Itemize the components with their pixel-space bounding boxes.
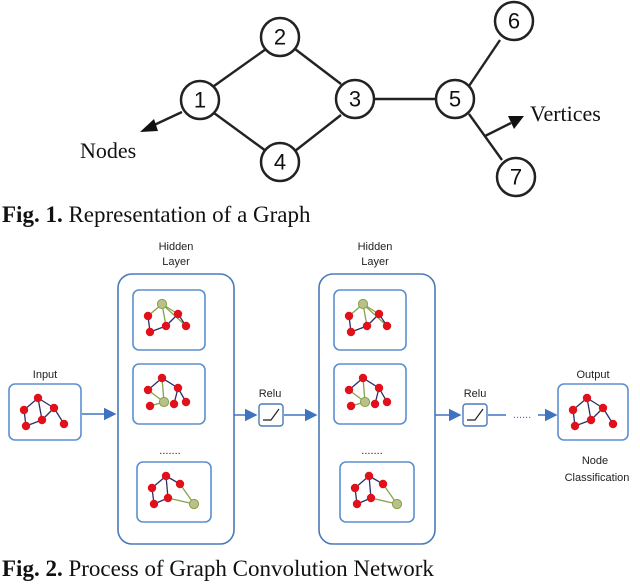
edge-1-4 xyxy=(213,112,267,152)
gcn-process-figure: Input Hidden Layer ....... Relu Hidden L… xyxy=(8,241,630,545)
vertices-arrowhead xyxy=(508,116,524,129)
input-graph-box xyxy=(8,383,82,441)
edge-4-3 xyxy=(294,114,342,152)
svg-text:5: 5 xyxy=(449,87,461,112)
nodes-arrowhead xyxy=(140,119,158,132)
hidden-layer1-graph-b xyxy=(132,363,206,425)
hidden-layer1-label-line1: Hidden xyxy=(159,241,194,253)
graph-figure: 1 2 3 4 5 6 7 Nodes Vertices xyxy=(80,0,601,198)
output-sub-line1: Node xyxy=(582,455,608,467)
edge-2-3 xyxy=(294,48,342,85)
edge-5-6 xyxy=(468,39,501,87)
graph-node-1: 1 xyxy=(179,79,221,121)
svg-text:2: 2 xyxy=(274,25,286,50)
svg-text:4: 4 xyxy=(274,150,286,175)
graph-node-6: 6 xyxy=(493,0,535,42)
svg-text:6: 6 xyxy=(508,9,520,34)
relu2-label: Relu xyxy=(464,388,487,400)
figure2-caption-text: Process of Graph Convolution Network xyxy=(68,556,434,581)
relu1-icon xyxy=(263,408,280,421)
hidden-layer2-ellipsis: ....... xyxy=(361,445,382,457)
label-vertices: Vertices xyxy=(530,101,601,126)
relu1-box xyxy=(258,403,284,427)
relu2-box xyxy=(462,403,488,427)
graph-node-7: 7 xyxy=(495,156,537,198)
hidden-layer1-graph-a xyxy=(132,289,206,351)
hidden-layer1-ellipsis: ....... xyxy=(159,445,180,457)
hidden-layer1-label-line2: Layer xyxy=(162,256,190,268)
flow-ellipsis: ...... xyxy=(513,409,531,421)
hidden-layer2-label-line1: Hidden xyxy=(358,241,393,253)
hidden-layer2-graph-b xyxy=(333,363,407,425)
figure1-caption: Fig. 1. Representation of a Graph xyxy=(2,202,311,228)
svg-text:1: 1 xyxy=(194,88,206,113)
figure2-caption: Fig. 2. Process of Graph Convolution Net… xyxy=(2,556,434,582)
output-sub-line2: Classification xyxy=(565,472,630,484)
hidden-layer2-graph-a xyxy=(333,289,407,351)
figure1-caption-prefix: Fig. 1. xyxy=(2,202,63,227)
hidden-layer1-graph-c xyxy=(136,461,212,523)
graph-node-5: 5 xyxy=(434,78,476,120)
graph-node-2: 2 xyxy=(259,16,301,58)
output-graph-box xyxy=(557,383,629,441)
relu2-icon xyxy=(467,408,484,421)
label-nodes: Nodes xyxy=(80,138,136,163)
hidden-layer2-graph-c xyxy=(339,461,415,523)
hidden-layer2-label-line2: Layer xyxy=(361,256,389,268)
input-label: Input xyxy=(33,369,57,381)
relu1-label: Relu xyxy=(259,388,282,400)
edge-1-2 xyxy=(213,48,267,87)
output-label: Output xyxy=(576,369,609,381)
graph-node-4: 4 xyxy=(259,141,301,183)
nodes-arrow xyxy=(151,110,183,128)
figure2-caption-prefix: Fig. 2. xyxy=(2,556,63,581)
svg-text:7: 7 xyxy=(510,165,522,190)
vertices-arrow xyxy=(484,121,512,138)
svg-text:3: 3 xyxy=(349,87,361,112)
graph-node-3: 3 xyxy=(334,78,376,120)
figure1-caption-text: Representation of a Graph xyxy=(68,202,311,227)
